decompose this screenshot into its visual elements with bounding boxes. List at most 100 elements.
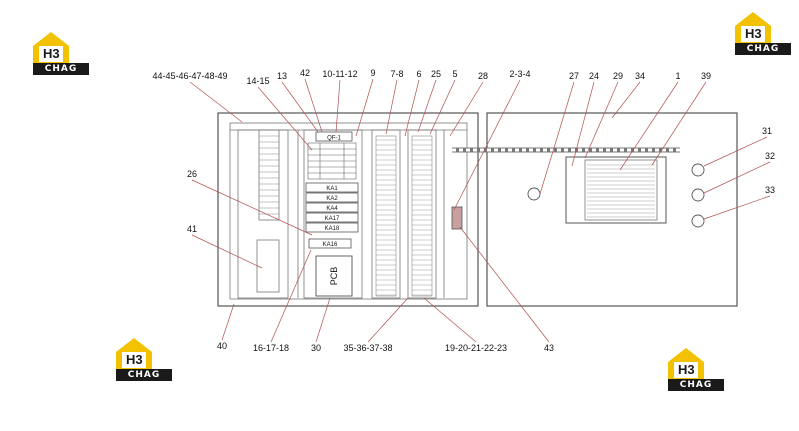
port-27 (527, 187, 541, 201)
callout-top-3: 42 (300, 68, 310, 78)
callout-top-9: 5 (452, 69, 457, 79)
port-31 (691, 163, 705, 177)
brand-logo-bottom-left: H3 CHAG (116, 336, 172, 384)
leader-bottom-0 (221, 303, 235, 341)
callout-top-6: 7-8 (390, 69, 403, 79)
leader-top-14 (584, 81, 619, 159)
leader-bottom-1 (270, 249, 312, 343)
leader-right-1 (703, 161, 771, 194)
callout-left-1: 41 (187, 224, 197, 234)
callout-bottom-1: 16-17-18 (253, 343, 289, 353)
callout-bottom-4: 19-20-21-22-23 (445, 343, 507, 353)
leader-top-13 (571, 81, 595, 167)
callout-top-2: 13 (277, 71, 287, 81)
callout-bottom-3: 35-36-37-38 (343, 343, 392, 353)
leader-lines (189, 78, 771, 343)
callout-top-10: 28 (478, 71, 488, 81)
callout-top-15: 34 (635, 71, 645, 81)
leader-bottom-5 (459, 226, 550, 343)
terminal-strip-left-slats (259, 135, 279, 215)
callout-right-1: 32 (765, 151, 775, 161)
logo-word: CHAG (735, 43, 791, 55)
callout-top-7: 6 (416, 69, 421, 79)
port-33 (691, 214, 705, 228)
relay-ka4 (305, 202, 359, 213)
terminal-slats (376, 139, 432, 296)
relay-ka16-label: KA16 (323, 242, 338, 248)
brand-logo-bottom-right: H3 CHAG (668, 346, 724, 394)
callout-top-14: 29 (613, 71, 623, 81)
leader-top-3 (304, 78, 323, 133)
relay-ka16 (308, 238, 352, 249)
logo-word: CHAG (33, 63, 89, 75)
callout-top-8: 25 (431, 69, 441, 79)
callout-bottom-2: 30 (311, 343, 321, 353)
relay-ka1 (305, 182, 359, 193)
callout-right-2: 33 (765, 185, 775, 195)
leader-top-16 (619, 81, 679, 171)
relay-area (303, 129, 363, 299)
callout-right-0: 31 (762, 126, 772, 136)
unit-fins (587, 164, 655, 218)
breaker-qf1-label: QF-1 (327, 136, 341, 142)
leader-left-0 (191, 179, 313, 236)
component-41 (256, 239, 280, 293)
leader-top-5 (355, 78, 374, 137)
callout-top-4: 10-11-12 (322, 69, 357, 79)
leader-right-2 (703, 195, 771, 220)
logo-mark: H3 (43, 46, 60, 61)
leader-right-0 (703, 136, 768, 167)
left-cabinet-inner (229, 122, 468, 300)
relay-ka2 (305, 192, 359, 203)
unit-1 (565, 156, 667, 224)
relay-ka17 (305, 212, 359, 223)
logo-word: CHAG (116, 369, 172, 381)
breaker-qf1 (315, 131, 353, 142)
terminal-strip-a (371, 129, 401, 299)
leader-top-9 (429, 79, 456, 135)
logo-mark: H3 (126, 352, 143, 367)
terminal-strip-b-inner (411, 135, 433, 297)
logo-mark: H3 (745, 26, 762, 41)
callout-top-12: 27 (569, 71, 579, 81)
leader-top-2 (281, 81, 319, 133)
callout-top-5: 9 (370, 68, 375, 78)
unit-1-core (584, 159, 658, 221)
leader-top-6 (385, 79, 398, 135)
pcb-board (315, 255, 353, 297)
brand-logo-top-left: H3 CHAG (33, 30, 89, 78)
leader-top-10 (449, 81, 484, 137)
terminal-strip-b (407, 129, 437, 299)
relay-ka1-label: KA1 (326, 186, 338, 192)
left-cabinet-outer (217, 112, 479, 307)
terminal-strip-left (258, 129, 280, 221)
leader-bottom-3 (367, 297, 409, 343)
relay-ka2-label: KA2 (326, 196, 338, 202)
relay-ka17-label: KA17 (325, 216, 340, 222)
brand-logo-top-right: H3 CHAG (735, 10, 791, 58)
leader-top-15 (611, 81, 641, 119)
right-cabinet-outer (486, 112, 738, 307)
leader-bottom-4 (423, 297, 477, 343)
callout-top-17: 39 (701, 71, 711, 81)
port-32 (691, 188, 705, 202)
leader-top-11 (453, 79, 521, 211)
leader-top-17 (651, 81, 707, 166)
leader-top-4 (335, 79, 341, 133)
pcb-label: PCB (329, 267, 339, 286)
callout-left-0: 26 (187, 169, 197, 179)
breaker-rows (307, 142, 357, 180)
logo-word: CHAG (668, 379, 724, 391)
leader-top-8 (417, 79, 437, 133)
callout-bottom-5: 43 (544, 343, 554, 353)
terminal-strip-a-inner (375, 135, 397, 297)
leader-top-12 (539, 81, 575, 195)
relay-ka18 (305, 222, 359, 233)
callout-top-16: 1 (675, 71, 680, 81)
leader-top-0 (189, 81, 243, 123)
callout-bottom-0: 40 (217, 341, 227, 351)
relay-ka18-label: KA18 (325, 226, 340, 232)
